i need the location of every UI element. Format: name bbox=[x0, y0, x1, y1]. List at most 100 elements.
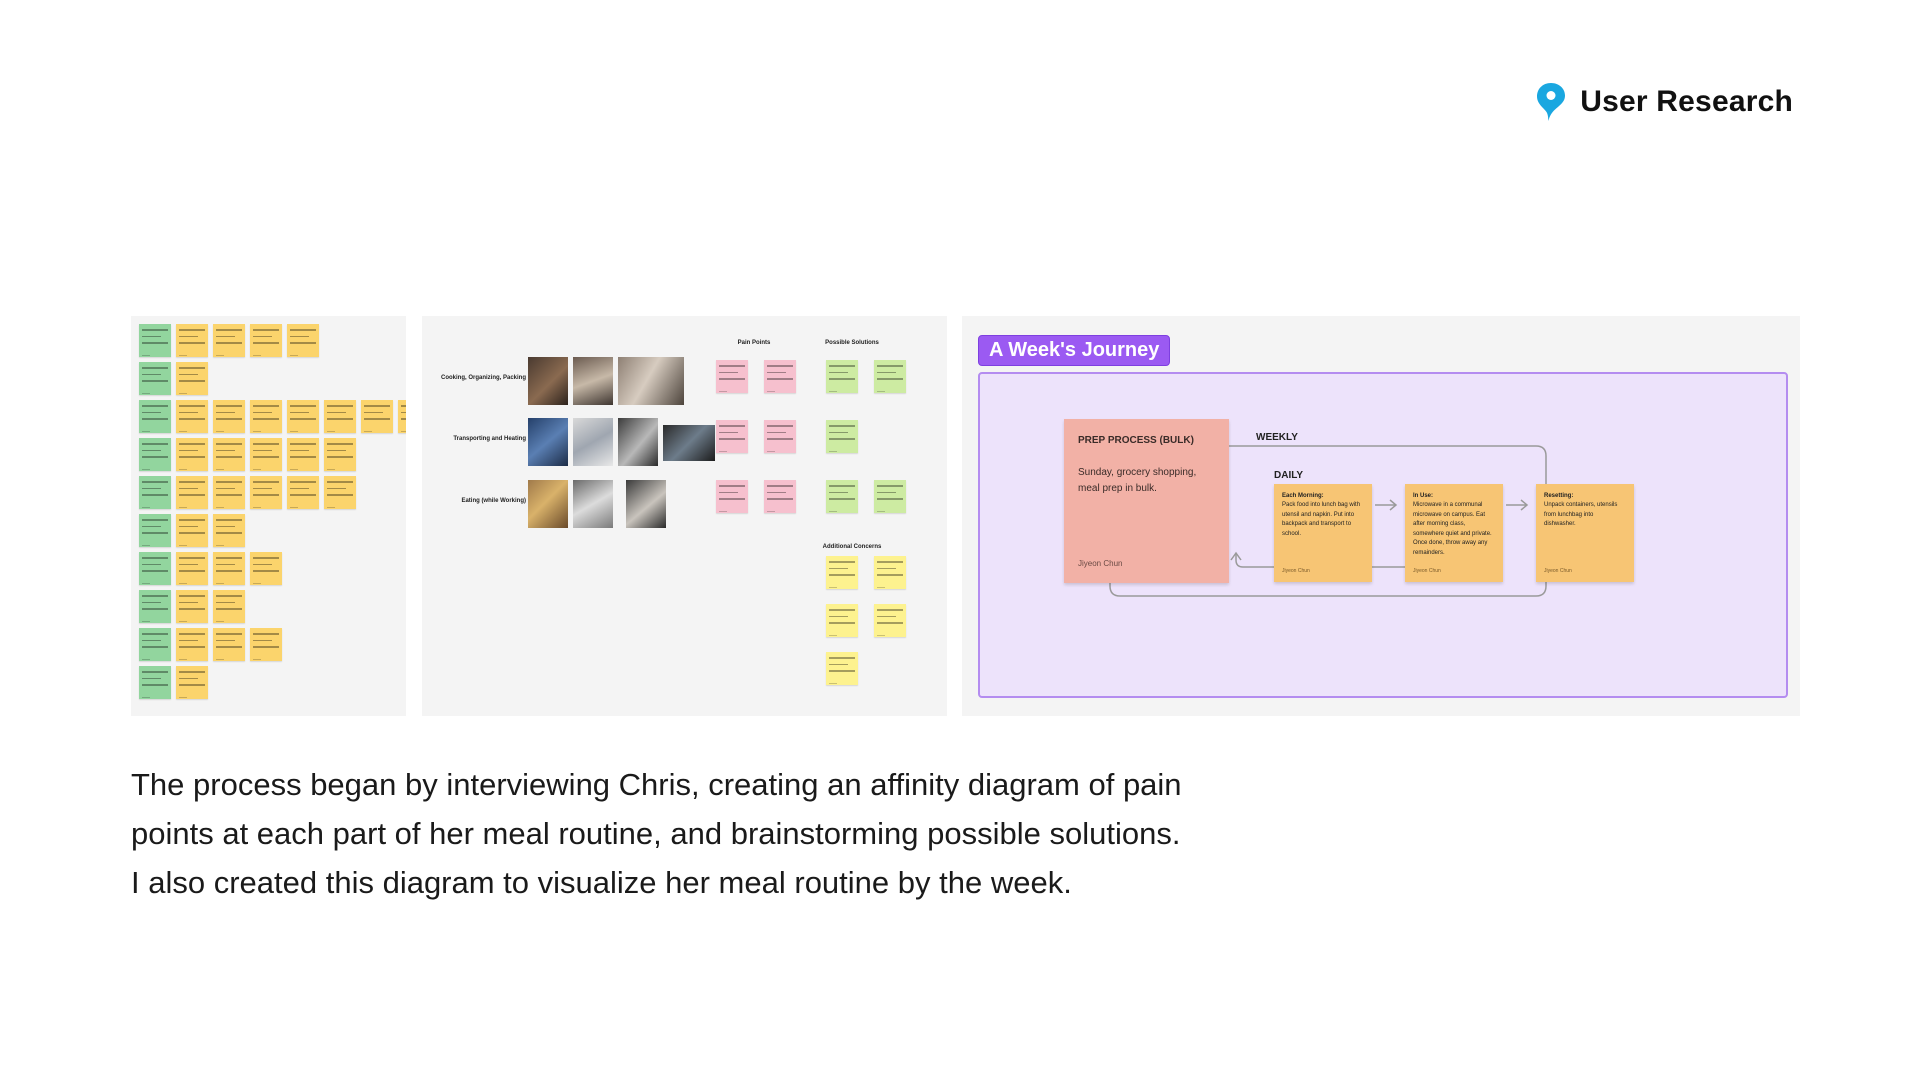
daily-step-author: Jiyeon Chun bbox=[1282, 568, 1310, 574]
sticky-note bbox=[176, 552, 208, 585]
photo-thumbnail bbox=[663, 425, 715, 461]
sticky-note bbox=[826, 604, 858, 637]
photo-thumbnail bbox=[618, 357, 684, 405]
affinity-diagram-panel bbox=[131, 316, 406, 716]
sticky-note bbox=[287, 476, 319, 509]
sticky-note bbox=[716, 360, 748, 393]
sticky-note bbox=[324, 476, 356, 509]
sticky-note bbox=[716, 420, 748, 453]
sticky-note bbox=[213, 628, 245, 661]
description-caption: The process began by interviewing Chris,… bbox=[131, 760, 1351, 907]
sticky-note bbox=[139, 438, 171, 471]
sticky-note bbox=[176, 666, 208, 699]
photo-thumbnail bbox=[618, 418, 658, 466]
sticky-note bbox=[176, 476, 208, 509]
photo-thumbnail bbox=[528, 357, 568, 405]
section-title: User Research bbox=[1580, 85, 1793, 118]
sticky-note bbox=[324, 438, 356, 471]
pain-points-panel: Cooking, Organizing, Packing Transportin… bbox=[422, 316, 947, 716]
sticky-note bbox=[826, 420, 858, 453]
sticky-note bbox=[764, 420, 796, 453]
sticky-note bbox=[176, 324, 208, 357]
sticky-note bbox=[213, 438, 245, 471]
sticky-note bbox=[176, 590, 208, 623]
sticky-note bbox=[139, 324, 171, 357]
sticky-note bbox=[213, 552, 245, 585]
sticky-note bbox=[826, 556, 858, 589]
daily-step-title: Each Morning: bbox=[1282, 493, 1324, 499]
prep-process-title: PREP PROCESS (BULK) bbox=[1078, 435, 1194, 446]
column-label-pain-points: Pain Points bbox=[737, 340, 771, 346]
daily-step-title: In Use: bbox=[1413, 493, 1434, 499]
sticky-note bbox=[874, 480, 906, 513]
row-label-eating: Eating (while Working) bbox=[461, 498, 526, 504]
sticky-note bbox=[764, 480, 796, 513]
sticky-note bbox=[826, 480, 858, 513]
sticky-note bbox=[139, 400, 171, 433]
daily-step-text: Pack food into lunch bag with utensil an… bbox=[1282, 502, 1361, 537]
sticky-note bbox=[139, 514, 171, 547]
sticky-note bbox=[874, 604, 906, 637]
daily-step-in-use-card: In Use: Microwave in a communal microwav… bbox=[1405, 484, 1503, 582]
daily-step-author: Jiyeon Chun bbox=[1413, 568, 1441, 574]
row-label-transporting: Transporting and Heating bbox=[453, 436, 526, 442]
sticky-note bbox=[176, 438, 208, 471]
sticky-note bbox=[139, 362, 171, 395]
sticky-note bbox=[250, 628, 282, 661]
daily-step-resetting-card: Resetting: Unpack containers, utensils f… bbox=[1536, 484, 1634, 582]
caption-line: I also created this diagram to visualize… bbox=[131, 865, 1072, 900]
sticky-note bbox=[213, 514, 245, 547]
sticky-note bbox=[139, 628, 171, 661]
sticky-note bbox=[287, 400, 319, 433]
sticky-note bbox=[250, 400, 282, 433]
daily-step-title: Resetting: bbox=[1544, 493, 1574, 499]
daily-step-morning-card: Each Morning: Pack food into lunch bag w… bbox=[1274, 484, 1372, 582]
sticky-note bbox=[287, 324, 319, 357]
sticky-note bbox=[361, 400, 393, 433]
sticky-note bbox=[826, 360, 858, 393]
sticky-note bbox=[826, 652, 858, 685]
journey-panel: A Week's Journey WEEKLY DAILY PREP PROCE… bbox=[962, 316, 1800, 716]
sticky-note bbox=[139, 666, 171, 699]
prep-process-text: Sunday, grocery shopping, meal prep in b… bbox=[1078, 467, 1197, 494]
photo-thumbnail bbox=[528, 480, 568, 528]
sticky-note bbox=[287, 438, 319, 471]
section-header: User Research bbox=[1536, 82, 1793, 122]
caption-line: The process began by interviewing Chris,… bbox=[131, 767, 1182, 802]
sticky-note bbox=[213, 590, 245, 623]
sticky-note bbox=[139, 590, 171, 623]
sticky-note bbox=[176, 362, 208, 395]
column-label-additional-concerns: Additional Concerns bbox=[822, 544, 882, 550]
sticky-note bbox=[764, 360, 796, 393]
daily-step-text: Microwave in a communal microwave on cam… bbox=[1413, 502, 1492, 556]
photo-thumbnail bbox=[573, 418, 613, 466]
weekly-label: WEEKLY bbox=[1256, 432, 1298, 443]
prep-process-card: PREP PROCESS (BULK) Sunday, grocery shop… bbox=[1064, 419, 1229, 583]
prep-process-author: Jiyeon Chun bbox=[1078, 559, 1123, 568]
sticky-note bbox=[324, 400, 356, 433]
daily-step-author: Jiyeon Chun bbox=[1544, 568, 1572, 574]
sticky-note bbox=[139, 476, 171, 509]
daily-label: DAILY bbox=[1274, 470, 1304, 481]
map-pin-icon bbox=[1536, 82, 1566, 122]
sticky-note bbox=[176, 628, 208, 661]
sticky-note bbox=[398, 400, 406, 433]
journey-title-tag: A Week's Journey bbox=[978, 335, 1171, 366]
row-label-cooking: Cooking, Organizing, Packing bbox=[440, 375, 526, 381]
sticky-note bbox=[176, 400, 208, 433]
sticky-note bbox=[139, 552, 171, 585]
sticky-note bbox=[213, 476, 245, 509]
sticky-note bbox=[874, 360, 906, 393]
sticky-note bbox=[716, 480, 748, 513]
sticky-note bbox=[250, 324, 282, 357]
sticky-note bbox=[213, 324, 245, 357]
photo-thumbnail bbox=[626, 480, 666, 528]
photo-thumbnail bbox=[528, 418, 568, 466]
caption-line: points at each part of her meal routine,… bbox=[131, 816, 1181, 851]
sticky-note bbox=[176, 514, 208, 547]
column-label-possible-solutions: Possible Solutions bbox=[825, 340, 879, 346]
sticky-note bbox=[213, 400, 245, 433]
sticky-note bbox=[250, 476, 282, 509]
sticky-note bbox=[874, 556, 906, 589]
daily-step-text: Unpack containers, utensils from lunchba… bbox=[1544, 502, 1618, 527]
